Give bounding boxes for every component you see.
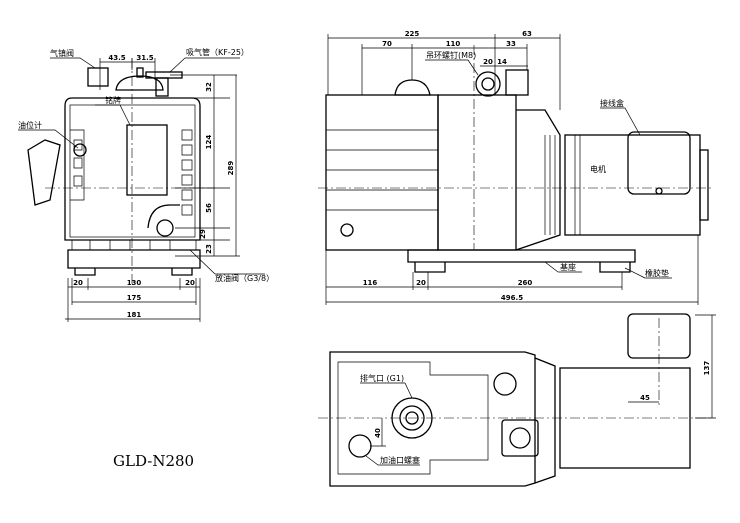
- intake-port-side: [505, 69, 529, 96]
- dim-20-top: 20: [483, 58, 493, 66]
- model-name: GLD-N280: [113, 452, 194, 470]
- motor-body: [564, 134, 701, 236]
- pump-center-block: [437, 94, 517, 251]
- junction-box: [627, 131, 691, 195]
- intake-dome-side: [394, 79, 431, 96]
- top-view: 40 45 137 排气口 (G1) 加油口螺塞: [318, 313, 716, 487]
- drain-valve: [156, 219, 174, 237]
- dim-137: 137: [703, 361, 711, 376]
- cooling-fins-left: [70, 129, 85, 201]
- dim-260: 260: [518, 279, 533, 287]
- dim-56: 56: [205, 203, 213, 213]
- label-rubber-pad: 橡胶垫: [645, 268, 669, 278]
- label-motor: 电机: [590, 164, 606, 174]
- dim-124: 124: [205, 135, 213, 150]
- intake-flange-top: [501, 419, 539, 457]
- pump-housing-front: [64, 97, 201, 241]
- drain-housing: [147, 204, 180, 229]
- oil-gauge: [73, 143, 87, 157]
- cable-gland: [655, 187, 663, 195]
- dim-20-base: 20: [416, 279, 426, 287]
- dim-175: 175: [127, 294, 142, 302]
- pump-block: [325, 94, 439, 251]
- label-exhaust-port: 排气口 (G1): [360, 373, 404, 383]
- dim-116: 116: [363, 279, 378, 287]
- eye-bolt: [475, 71, 501, 97]
- dim-40: 40: [374, 428, 382, 438]
- label-gas-ballast-valve: 气镇阀: [50, 48, 74, 58]
- gas-ballast-valve: [87, 67, 109, 87]
- label-intake-pipe: 吸气管（KF-25）: [186, 47, 249, 57]
- intake-pipe: [155, 77, 169, 97]
- intake-port-top: [493, 372, 517, 396]
- label-nameplate: 铭牌: [105, 95, 121, 105]
- dim-32: 32: [205, 82, 213, 92]
- oil-fill-plug: [348, 434, 372, 458]
- label-drain-valve: 放油阀（G3/8）: [215, 273, 274, 283]
- dim-289: 289: [227, 161, 235, 176]
- dim-496-5: 496.5: [501, 294, 523, 302]
- nameplate: [126, 124, 168, 196]
- dim-181: 181: [127, 311, 142, 319]
- dim-70: 70: [382, 40, 392, 48]
- front-view: 43.5 31.5 32 124 56 29 23 289 20 130 20 …: [18, 47, 274, 322]
- dome-knob: [136, 67, 144, 78]
- cooling-fins-right: [181, 129, 193, 216]
- dim-20-right: 20: [185, 279, 195, 287]
- side-view: 225 63 70 110 33 20 14 116 20 260 496.5 …: [318, 30, 712, 305]
- dim-45: 45: [640, 394, 650, 402]
- dim-110: 110: [446, 40, 461, 48]
- dim-31-5: 31.5: [136, 54, 153, 62]
- motor-end-cap: [699, 149, 709, 221]
- dim-130: 130: [127, 279, 142, 287]
- dim-20-left: 20: [73, 279, 83, 287]
- intake-flange-bore: [509, 427, 531, 449]
- dim-14: 14: [497, 58, 507, 66]
- dim-23: 23: [205, 244, 213, 254]
- eye-bolt-hole: [481, 77, 495, 91]
- drain-valve-side: [340, 223, 354, 237]
- label-oil-gauge: 油位计: [18, 120, 42, 130]
- oil-gauge-window: [27, 139, 61, 206]
- dim-63: 63: [522, 30, 532, 38]
- dim-33: 33: [506, 40, 516, 48]
- dim-43-5: 43.5: [108, 54, 125, 62]
- label-eye-bolt: 吊环螺钉(M8): [426, 50, 476, 60]
- intake-dome: [115, 75, 164, 91]
- dim-29: 29: [199, 229, 207, 239]
- base-side: [407, 249, 636, 273]
- label-base: 基座: [560, 262, 576, 272]
- base-front: [67, 249, 201, 276]
- dim-225: 225: [405, 30, 420, 38]
- label-oil-fill-plug: 加油口螺塞: [380, 455, 420, 465]
- label-junction-box: 接线盒: [600, 98, 624, 108]
- inner-outline: [69, 104, 196, 238]
